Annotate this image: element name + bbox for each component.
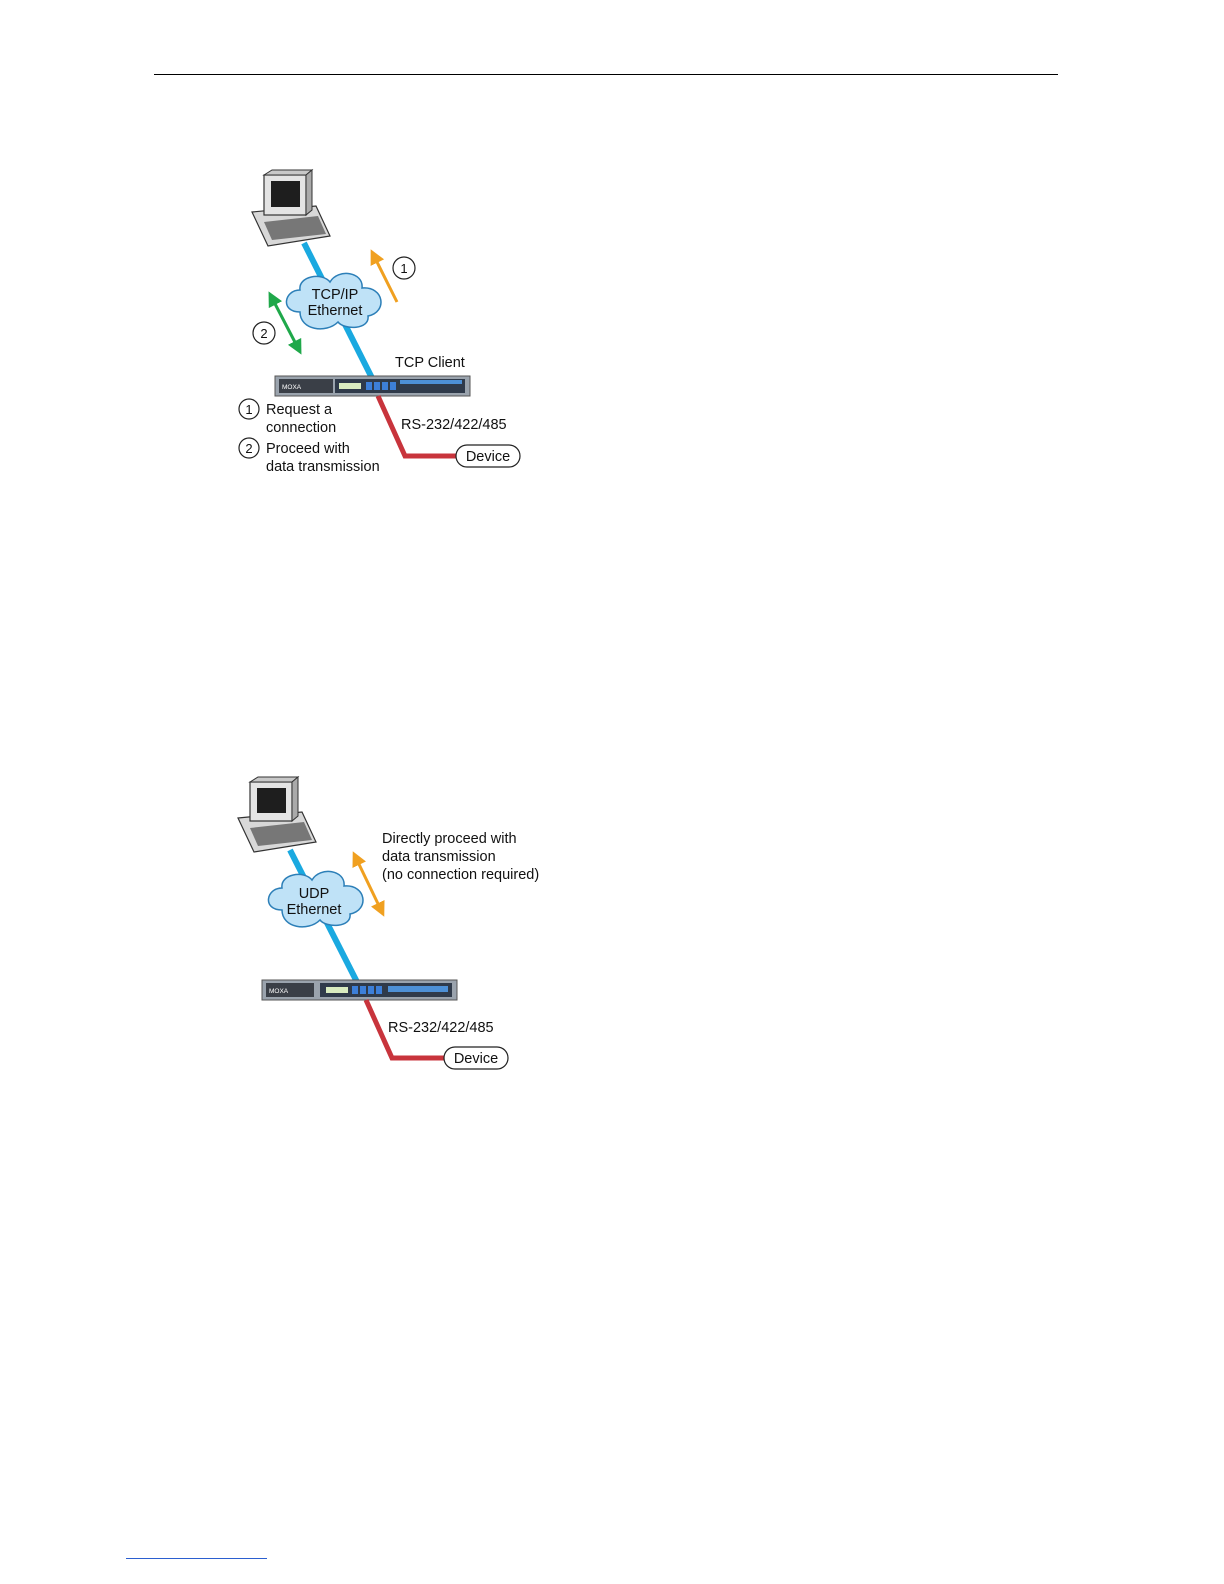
computer-icon <box>238 777 316 852</box>
cloud-label-line1: TCP/IP <box>312 287 359 303</box>
step-2-number: 2 <box>260 326 267 341</box>
legend-1-line1: Request a <box>266 402 333 418</box>
tcp-client-diagram: TCP/IP Ethernet 1 2 TCP Client MOXA RS-2… <box>239 170 520 475</box>
legend-1-number: 1 <box>245 402 252 417</box>
legend-2-line2: data transmission <box>266 459 380 475</box>
legend-2-number: 2 <box>245 441 252 456</box>
moxa-device-server <box>262 980 457 1000</box>
cloud-label-line2: Ethernet <box>287 902 342 918</box>
device-brand: MOXA <box>269 988 289 995</box>
legend-2-line1: Proceed with <box>266 441 350 457</box>
udp-note-line2: data transmission <box>382 849 496 865</box>
legend-1-line2: connection <box>266 420 336 436</box>
udp-diagram: UDP Ethernet Directly proceed with data … <box>238 777 539 1069</box>
cloud-label-line1: UDP <box>299 886 330 902</box>
tcp-client-label: TCP Client <box>395 355 465 371</box>
moxa-device-server <box>275 376 470 396</box>
udp-note-line1: Directly proceed with <box>382 831 517 847</box>
computer-icon <box>252 170 330 246</box>
device-brand: MOXA <box>282 384 302 391</box>
udp-note-line3: (no connection required) <box>382 867 539 883</box>
footnote-rule <box>126 1558 267 1559</box>
step-1-number: 1 <box>400 261 407 276</box>
serial-label: RS-232/422/485 <box>388 1020 494 1036</box>
device-label: Device <box>454 1051 498 1067</box>
cloud-label-line2: Ethernet <box>308 303 363 319</box>
serial-label: RS-232/422/485 <box>401 417 507 433</box>
device-label: Device <box>466 449 510 465</box>
